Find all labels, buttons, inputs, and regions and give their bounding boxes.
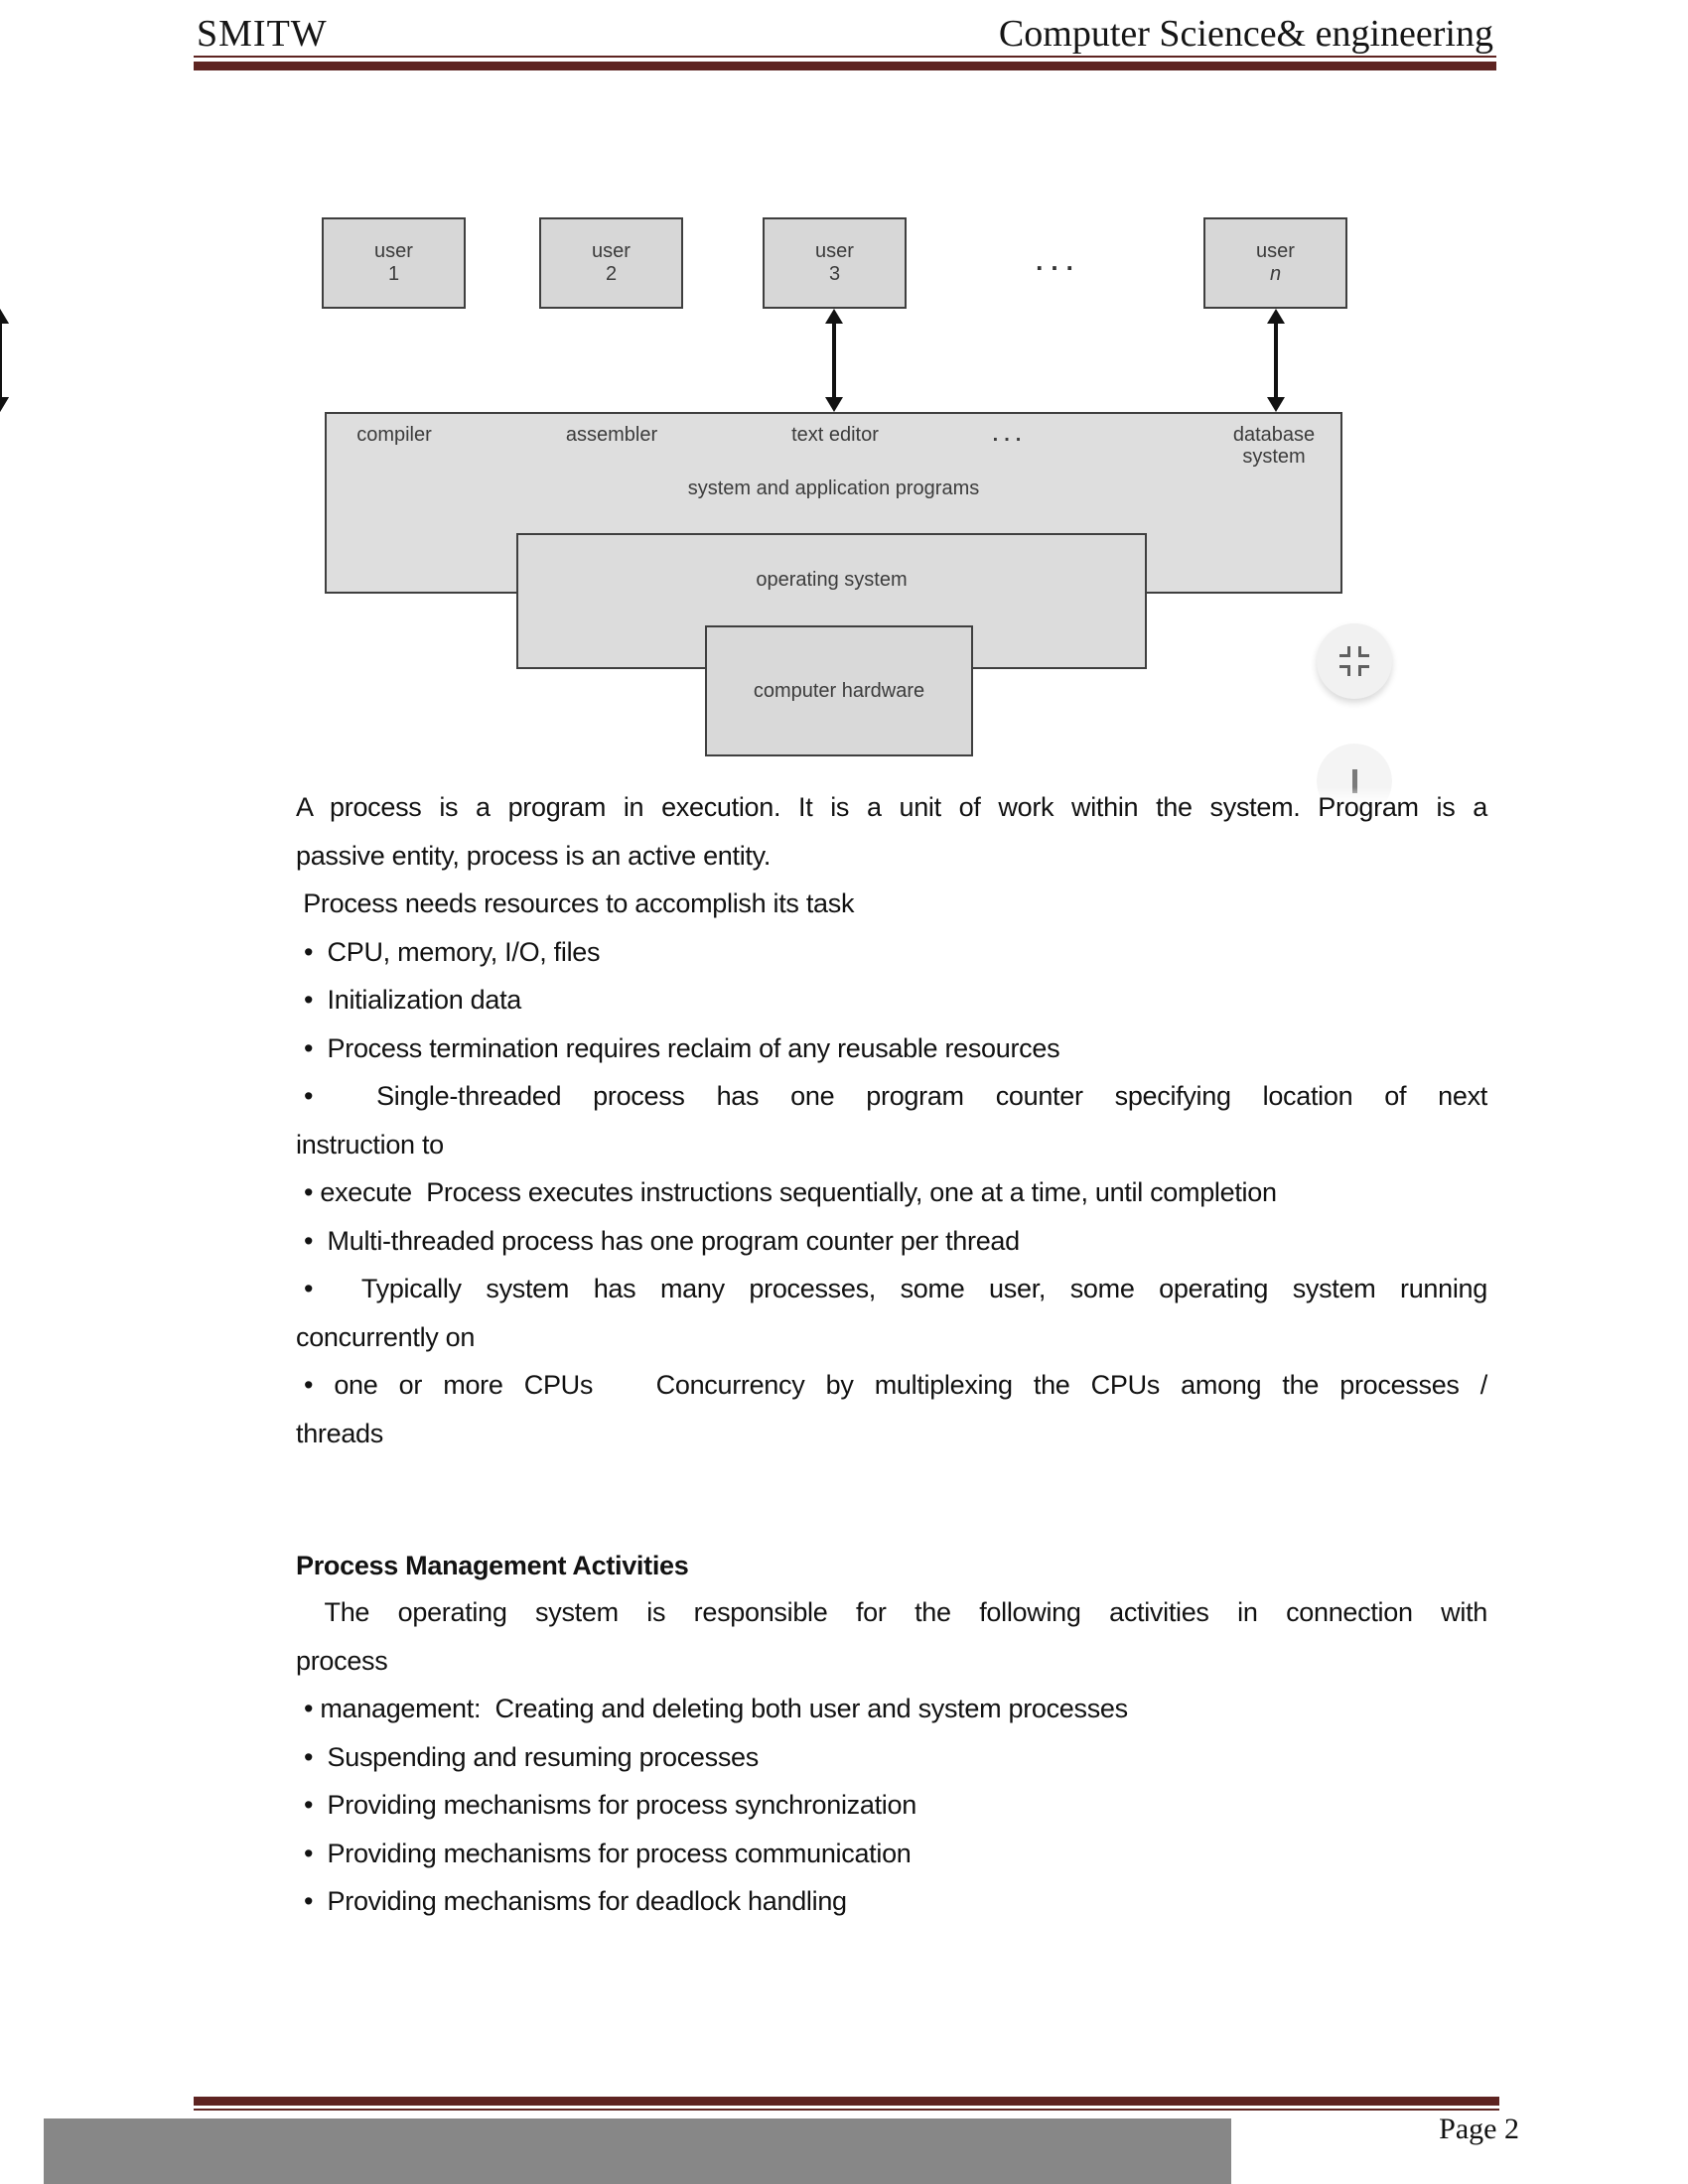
program-label: text editor [791,424,879,446]
footer-rule-thin [194,2109,1499,2111]
drag-handle-button[interactable] [1317,744,1392,819]
program-label: database system [1232,424,1316,468]
process-intro-text: A process is a program in execution. It … [296,783,1487,1457]
text-line: • CPU, memory, I/O, files [304,936,601,967]
text-line: passive entity, process is an active ent… [296,840,772,871]
footer-highlight-bar [44,2118,1231,2184]
user-box: user n [1203,217,1347,309]
header-subject: Computer Science& engineering [998,13,1493,55]
program-label: assembler [565,424,658,446]
section-heading: Process Management Activities [296,1551,689,1580]
user-box-number: 3 [828,263,841,285]
os-layers-figure: user 1 user 2 user 3 user n ... [0,0,1688,819]
user-box-number: 2 [605,263,618,285]
user-box-label: user [1256,240,1295,262]
text-line: process [296,1645,388,1676]
footer-rule-thick [194,2097,1499,2106]
text-line: • Multi-threaded process has one program… [304,1225,1020,1256]
text-line: • Initialization data [304,985,521,1015]
text-line: • Providing mechanisms for process synch… [304,1790,916,1820]
user-box: user 1 [322,217,466,309]
computer-hardware-box: computer hardware [705,625,973,756]
user-box-label: user [815,240,854,262]
text-line: • management: Creating and deleting both… [304,1694,1128,1723]
program-label: ... [992,424,1028,446]
text-line: • Typically system has many processes, s… [304,1274,1487,1303]
header-rule-thin [194,56,1496,58]
text-line: • Process termination requires reclaim o… [304,1032,1060,1063]
text-line: • Single-threaded process has one progra… [304,1081,1487,1111]
ellipsis-users: ... [1036,246,1081,276]
user-box-label: user [374,240,413,262]
user-box-label: user [592,240,631,262]
text-line: instruction to [296,1129,444,1160]
program-label: compiler [356,424,432,446]
header-rule-thick [194,62,1496,70]
text-line: • Providing mechanisms for deadlock hand… [304,1886,847,1916]
text-line: • execute Process executes instructions … [304,1177,1277,1207]
process-management-text: The operating system is responsible for … [296,1588,1487,1926]
system-programs-caption: system and application programs [687,478,980,499]
text-line: threads [296,1418,383,1448]
collapse-icon [1339,646,1369,676]
page-number: Page 2 [1439,2113,1519,2145]
text-line: • one or more CPUs Concurrency by multip… [304,1370,1487,1400]
text-line: concurrently on [296,1321,476,1352]
user-box-number: 1 [387,263,400,285]
text-line: A process is a program in execution. It … [296,792,1487,822]
vertical-bar-icon [1351,769,1357,793]
user-box-number: n [1269,263,1282,285]
operating-system-label: operating system [756,569,908,591]
user-box: user 3 [763,217,907,309]
text-line: • Providing mechanisms for process commu… [304,1838,912,1868]
header-institution: SMITW [197,13,328,55]
text-line: Process needs resources to accomplish it… [296,888,855,918]
text-line: • Suspending and resuming processes [304,1741,759,1772]
computer-hardware-label: computer hardware [753,679,925,702]
exit-fullscreen-button[interactable] [1317,623,1392,699]
text-line: The operating system is responsible for … [296,1597,1488,1627]
user-box: user 2 [539,217,683,309]
